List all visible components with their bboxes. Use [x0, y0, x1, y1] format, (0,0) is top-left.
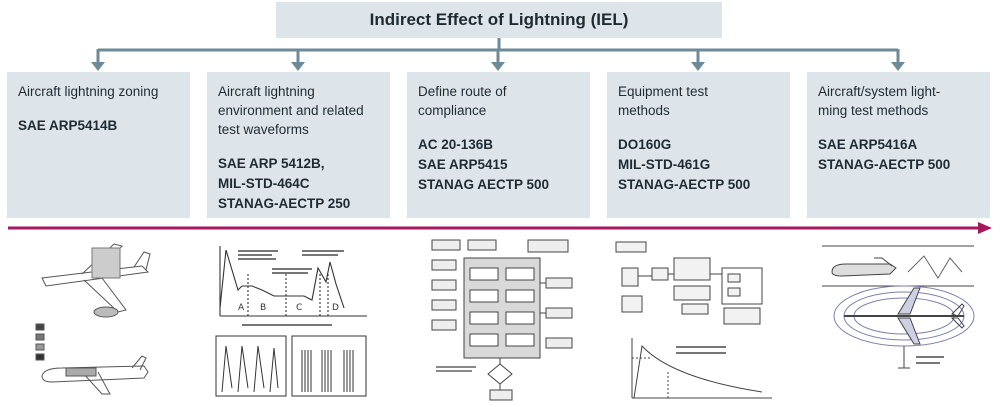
- column-description: Define route of compliance: [418, 84, 507, 118]
- column-box-environment: Aircraft lightning environment and relat…: [207, 72, 390, 218]
- svg-text:D: D: [332, 303, 339, 313]
- svg-text:A: A: [238, 303, 245, 313]
- connector-lines: [91, 38, 905, 71]
- column-standards: SAE ARP5414B: [18, 118, 118, 133]
- column-standards: AC 20-136B SAE ARP5415 STANAG AECTP 500: [418, 137, 550, 192]
- column-box-compliance: Define route of compliance AC 20-136B SA…: [407, 72, 590, 218]
- compliance-flowchart-image: [428, 238, 578, 406]
- column-box-equipment: Equipment test methods DO160G MIL-STD-46…: [607, 72, 790, 218]
- column-description: Aircraft lightning zoning: [18, 84, 159, 99]
- column-standards: SAE ARP5416A STANAG-AECTP 500: [818, 137, 951, 172]
- column-description: Aircraft/system light- ming test methods: [818, 84, 941, 118]
- aircraft-test-image: [818, 238, 978, 388]
- svg-text:B: B: [260, 303, 266, 313]
- column-standards: DO160G MIL-STD-461G STANAG-AECTP 500: [618, 137, 751, 192]
- column-description: Equipment test methods: [618, 84, 709, 118]
- svg-text:C: C: [296, 303, 302, 313]
- waveform-charts-image: A B C D: [212, 238, 372, 406]
- column-box-zoning: Aircraft lightning zoning SAE ARP5414B: [7, 72, 190, 218]
- test-setup-image: [612, 238, 790, 406]
- column-standards: SAE ARP 5412B, MIL-STD-464C STANAG-AECTP…: [218, 156, 351, 211]
- aircraft-zoning-image: [22, 238, 162, 404]
- column-box-system-test: Aircraft/system light- ming test methods…: [807, 72, 990, 218]
- timeline-arrow: [8, 222, 992, 234]
- column-description: Aircraft lightning environment and relat…: [218, 84, 364, 137]
- diagram-title: Indirect Effect of Lightning (IEL): [276, 2, 722, 38]
